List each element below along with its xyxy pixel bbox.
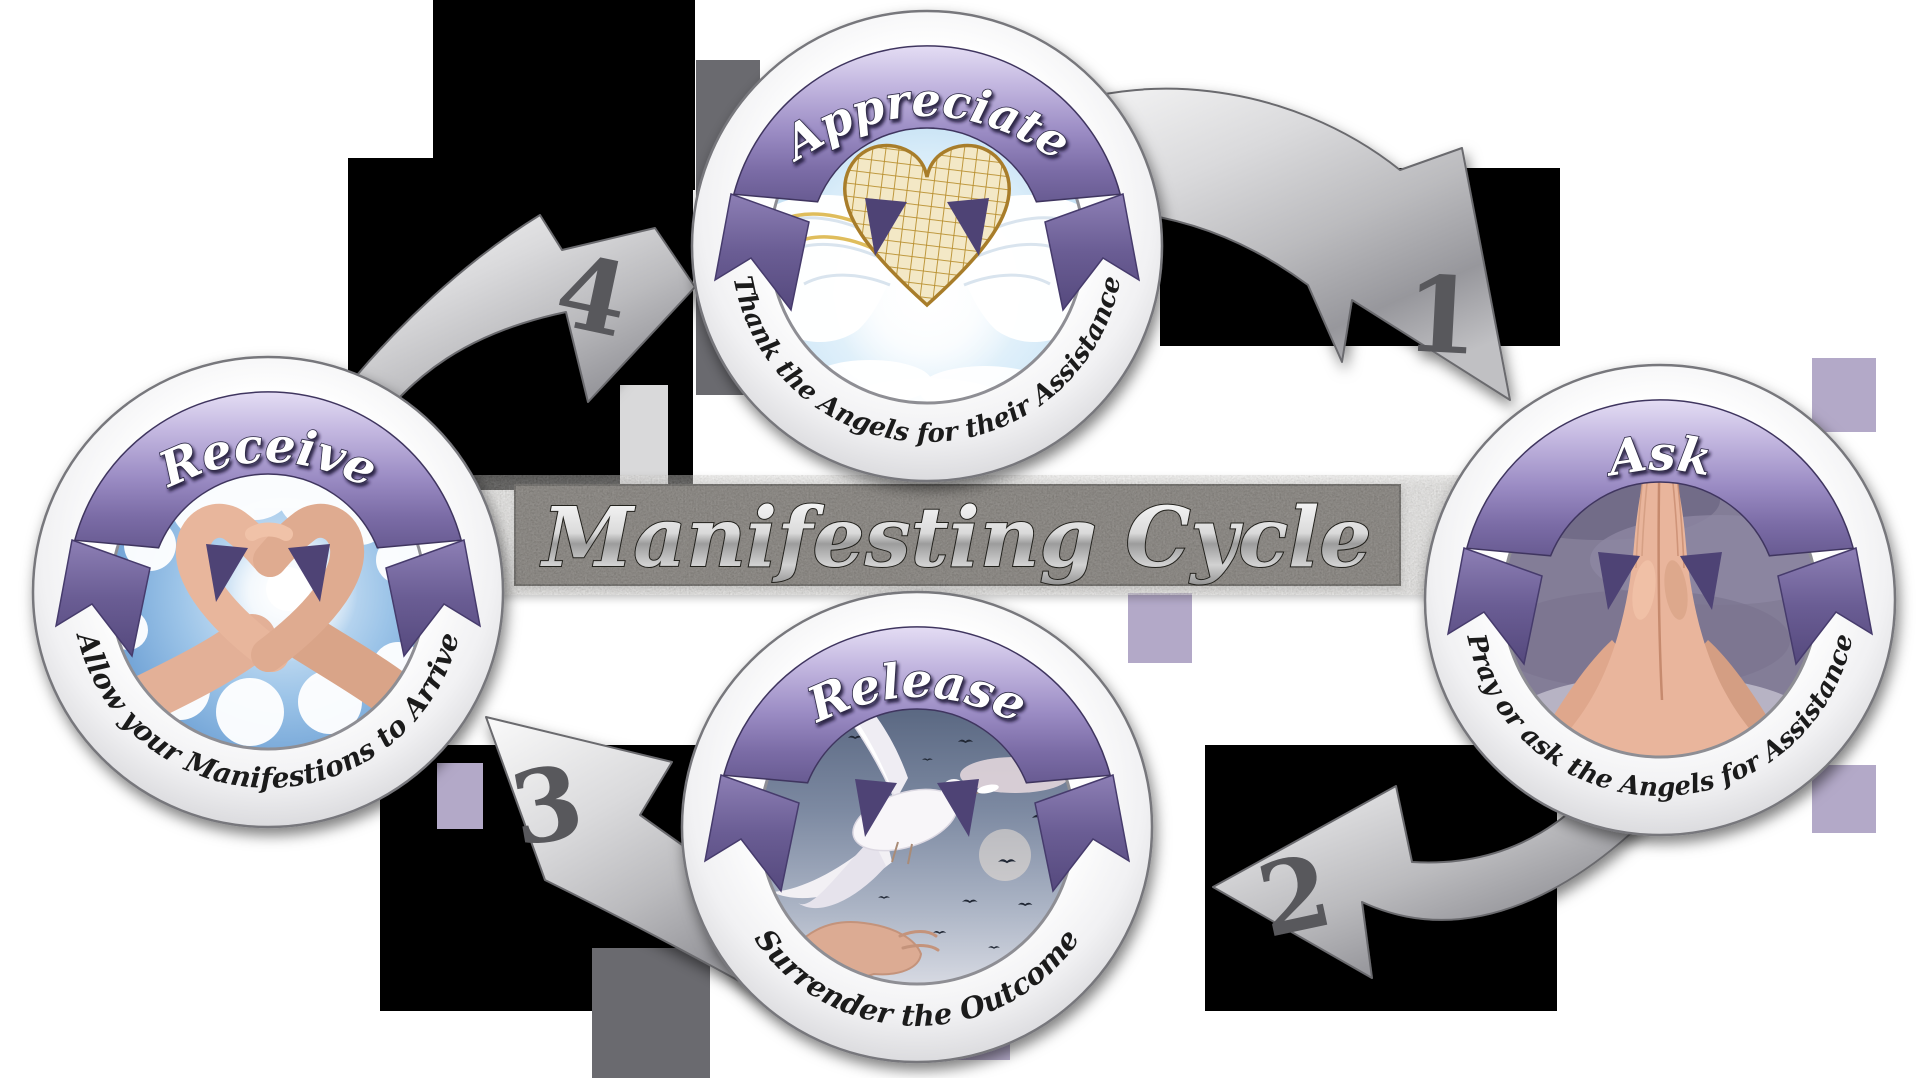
background-square <box>620 385 668 488</box>
ribbon-fold-icon <box>855 779 897 837</box>
title-text: Manifesting Cycle <box>540 490 1372 586</box>
badge-ask: Pray or ask the Angels for Assistance As… <box>1423 363 1897 837</box>
ribbon-banner <box>703 626 1131 893</box>
ribbon-banner <box>1446 399 1874 666</box>
ribbon-band-icon <box>722 626 1112 784</box>
ribbon-tail-icon <box>713 192 810 312</box>
ribbon-banner <box>54 391 482 658</box>
ribbon-tail-icon <box>1446 546 1543 666</box>
ribbon-band-icon <box>732 45 1122 203</box>
ribbon-tail-icon <box>54 538 151 658</box>
title-banner: Manifesting Cycle <box>514 484 1401 587</box>
ribbon-banner <box>713 45 1141 312</box>
ribbon-fold-icon <box>288 544 330 602</box>
ribbon-fold-icon <box>1598 552 1640 610</box>
stone-texture <box>515 485 1400 585</box>
ribbon-fold-icon <box>206 544 248 602</box>
ribbon-tail-icon <box>385 538 482 658</box>
svg-text:Ask: Ask <box>1601 426 1716 488</box>
background-square <box>592 948 710 1078</box>
badge-receive: Allow your Manifestions to Arrive Receiv… <box>31 355 505 829</box>
ribbon-fold-icon <box>947 198 989 256</box>
ribbon-band-icon <box>1465 399 1855 557</box>
ribbon-fold-icon <box>937 779 979 837</box>
background-square <box>437 763 483 829</box>
ribbon-tail-icon <box>703 773 800 893</box>
ribbon-tail-icon <box>1034 773 1131 893</box>
ribbon-tail-icon <box>1777 546 1874 666</box>
gold-mesh-heart-icon <box>843 143 1011 308</box>
sun-icon <box>266 567 310 611</box>
arrow-4: 4 <box>329 214 696 463</box>
ribbon-fold-icon <box>865 198 907 256</box>
curved-arrow-icon <box>1212 734 1666 979</box>
background-square <box>1812 358 1876 432</box>
background-square <box>1128 593 1192 663</box>
badge-appreciate: Thank the Angels for their Assistance Ap… <box>690 9 1164 483</box>
ribbon-fold-icon <box>1680 552 1722 610</box>
badge-release: Surrender the Outcome Release <box>680 590 1154 1064</box>
background-square <box>1812 765 1876 833</box>
badge-name: Ask <box>1600 425 1717 489</box>
ribbon-band-icon <box>73 391 463 549</box>
ribbon-tail-icon <box>1044 192 1141 312</box>
arrow-number-1: 1 <box>1402 251 1481 379</box>
